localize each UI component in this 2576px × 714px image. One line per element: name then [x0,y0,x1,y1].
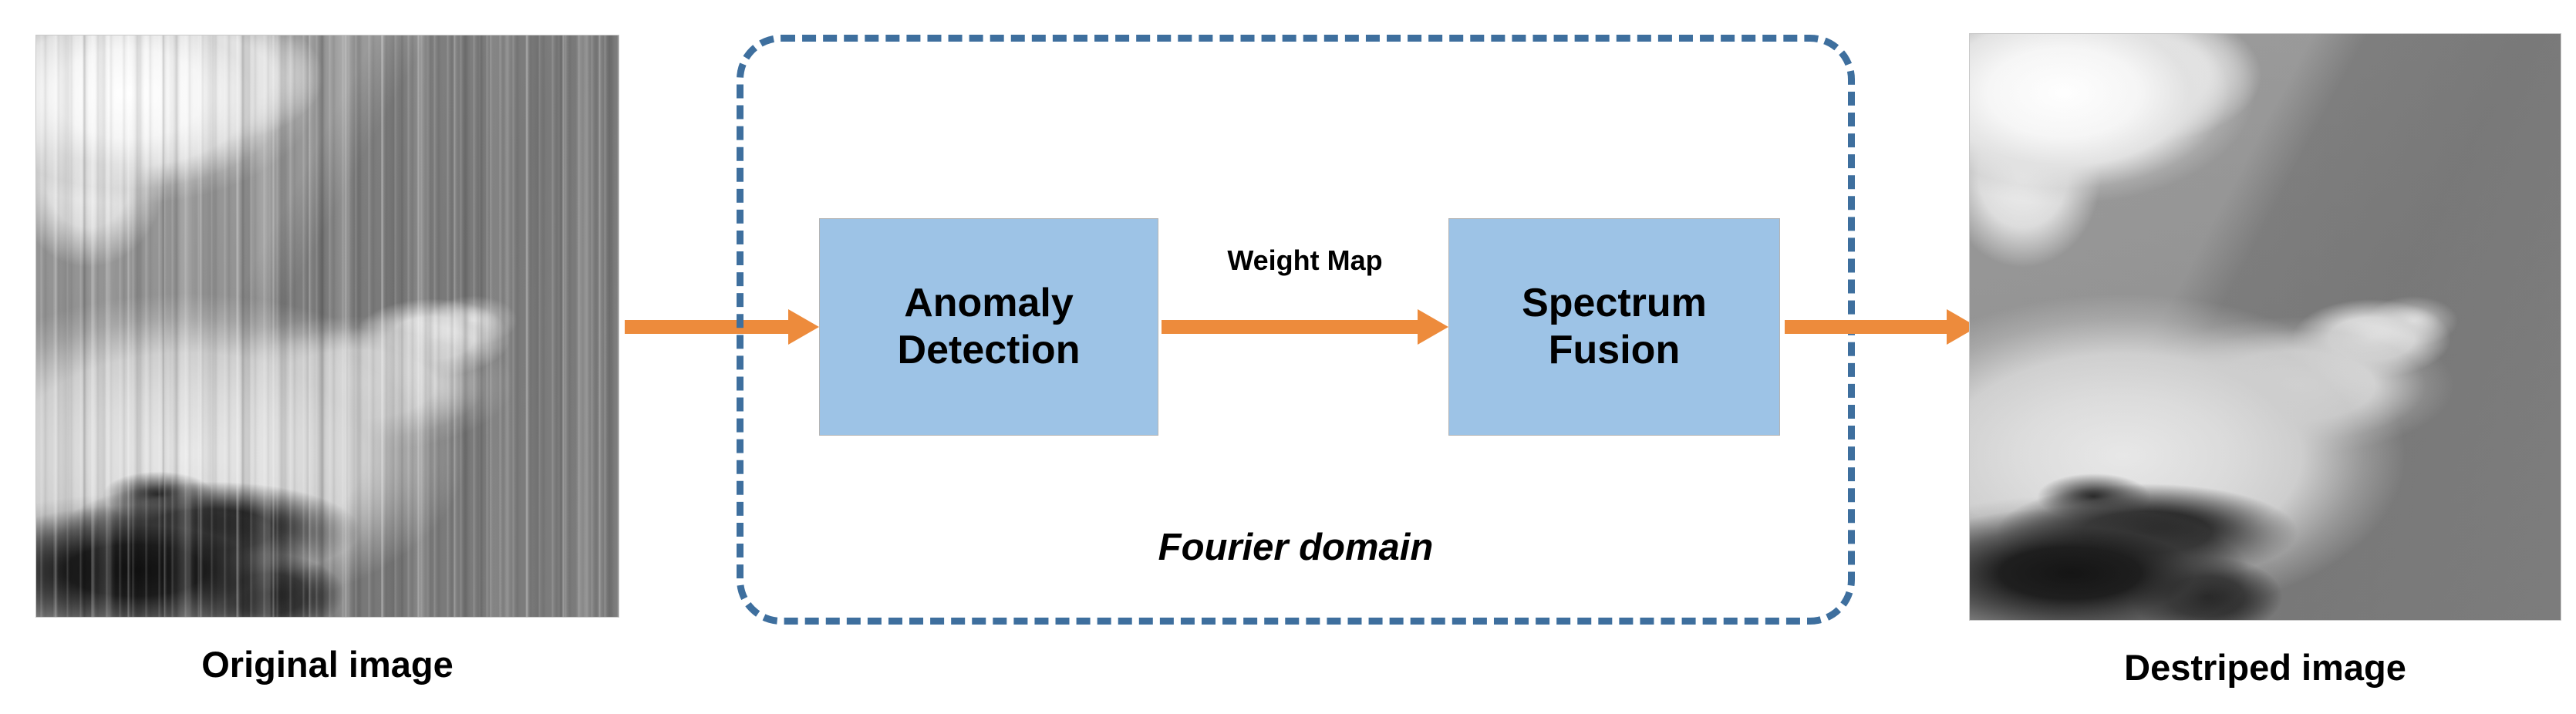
destriped-image-caption: Destriped image [2124,647,2406,688]
destriped-image-panel [1969,33,2561,621]
input-arrow-shaft [625,320,788,334]
weight-map-arrow-shaft [1162,320,1418,334]
weight-map-label: Weight Map [1227,244,1383,276]
fourier-domain-label: Fourier domain [1158,527,1434,568]
weight-map-arrow-head [1418,309,1448,345]
spectrum-fusion-block[interactable]: Spectrum Fusion [1448,218,1780,436]
spectrum-fusion-line1: Spectrum [1522,280,1707,325]
original-image-caption: Original image [201,644,453,685]
spectrum-fusion-line2: Fusion [1548,328,1681,372]
anomaly-detection-label: Anomaly Detection [898,280,1081,375]
anomaly-detection-line1: Anomaly [904,280,1074,325]
original-image-panel [35,35,619,618]
spectrum-fusion-label: Spectrum Fusion [1522,280,1707,375]
anomaly-detection-block[interactable]: Anomaly Detection [819,218,1158,436]
anomaly-detection-line2: Detection [897,328,1081,372]
original-image-scene [36,35,619,617]
destriped-image-scene [1970,34,2561,620]
input-arrow-head [788,309,819,345]
output-arrow-shaft [1785,320,1947,334]
